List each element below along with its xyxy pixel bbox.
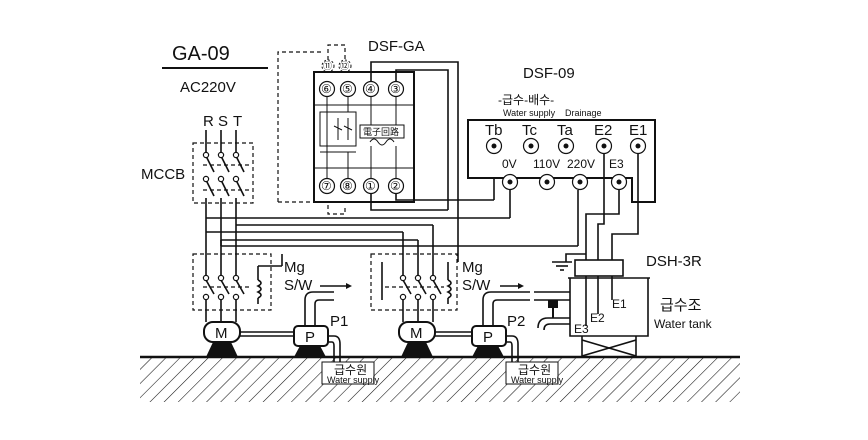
tank-label: 급수조 <box>660 297 702 314</box>
source-1-label: 급수원 <box>334 363 367 377</box>
source-2-sub: Water supply <box>511 375 564 385</box>
ctrl-terminal-7: ⑦ <box>321 179 332 193</box>
control-wiring: ⑪ ⑫ <box>277 44 352 215</box>
ctrl-terminal-3: ③ <box>390 82 401 96</box>
relay-terminal-0v: 0V <box>502 157 517 171</box>
controller-name: DSF-GA <box>368 38 425 55</box>
relay-terminal-tc: Tc <box>522 122 538 139</box>
water-tank: DSH-3R E3 E2 E1 급수조 Water tank <box>534 253 713 357</box>
relay-terminal-e2: E2 <box>594 122 612 139</box>
ctrl-terminal-2: ② <box>390 179 401 193</box>
contactor-1-label-bottom: S/W <box>284 277 313 294</box>
motor-2: M <box>398 321 436 357</box>
relay-name: DSF-09 <box>523 65 575 82</box>
pump-1-name: P1 <box>330 313 348 330</box>
phase-s-label: S <box>218 113 228 130</box>
supply-voltage: AC220V <box>180 79 236 96</box>
ctrl-terminal-1: ① <box>365 179 376 193</box>
relay-header: -급수-배수- <box>498 93 554 107</box>
relay-terminal-220v: 220V <box>567 157 595 171</box>
relay-terminal-e1: E1 <box>629 122 647 139</box>
relay-terminal-tb: Tb <box>485 122 503 139</box>
circuit-label: 電子回路 <box>363 126 399 137</box>
contactor-2-label-bottom: S/W <box>462 277 491 294</box>
pump-1-symbol: P <box>305 329 315 346</box>
diagram-title: GA-09 <box>172 43 230 65</box>
ctrl-terminal-6: ⑥ <box>321 82 332 96</box>
water-source-1: 급수원 Water supply <box>321 361 380 385</box>
mccb-breaker: MCCB <box>141 130 254 204</box>
contactor-2-label-top: Mg <box>462 259 483 276</box>
title-block: GA-09 AC220V <box>162 43 268 96</box>
mccb-label: MCCB <box>141 166 185 183</box>
motor-1-label: M <box>215 325 228 342</box>
ground <box>140 355 740 402</box>
phase-labels: R S T <box>203 113 242 130</box>
tank-sub: Water tank <box>654 317 713 331</box>
remote-terminal-12-label: ⑫ <box>340 61 349 71</box>
electrode-holder-label: DSH-3R <box>646 253 702 270</box>
electrode-e1-label: E1 <box>612 297 627 311</box>
electrode-e3-label: E3 <box>574 322 589 336</box>
pump-1: P P1 <box>293 283 352 372</box>
motor-1: M <box>203 321 241 357</box>
contactor-1: Mg S/W <box>192 253 313 322</box>
ctrl-terminal-5: ⑤ <box>342 82 353 96</box>
pump-2-name: P2 <box>507 313 525 330</box>
motor-2-label: M <box>410 325 423 342</box>
pump-2: P P2 <box>471 283 530 372</box>
relay-water-supply: Water supply <box>503 108 556 118</box>
dsf-ga-controller: DSF-GA ⑥ ⑤ ④ ③ ⑦ ⑧ ① ② 電子回路 <box>313 38 425 203</box>
source-1-sub: Water supply <box>327 375 380 385</box>
remote-terminal-11-label: ⑪ <box>323 61 332 71</box>
dsf-09-relay: DSF-09 -급수-배수- Water supply Drainage Tb … <box>467 65 656 203</box>
ctrl-terminal-4: ④ <box>365 82 376 96</box>
pump-2-symbol: P <box>483 329 493 346</box>
electrode-wiring <box>565 154 639 262</box>
contactor-2: Mg S/W <box>370 253 491 322</box>
relay-drainage: Drainage <box>565 108 602 118</box>
phase-r-label: R <box>203 113 214 130</box>
faucet-icon <box>537 300 570 331</box>
relay-terminal-110v: 110V <box>533 157 560 171</box>
water-source-2: 급수원 Water supply <box>505 361 564 385</box>
shafts <box>240 331 472 337</box>
relay-terminal-ta: Ta <box>557 122 574 139</box>
ctrl-terminal-8: ⑧ <box>342 179 353 193</box>
controller-relay-wiring <box>370 61 495 262</box>
phase-t-label: T <box>233 113 242 130</box>
relay-terminal-e3: E3 <box>609 157 624 171</box>
source-2-label: 급수원 <box>518 363 551 377</box>
electrode-e2-label: E2 <box>590 311 605 325</box>
contactor-1-label-top: Mg <box>284 259 305 276</box>
